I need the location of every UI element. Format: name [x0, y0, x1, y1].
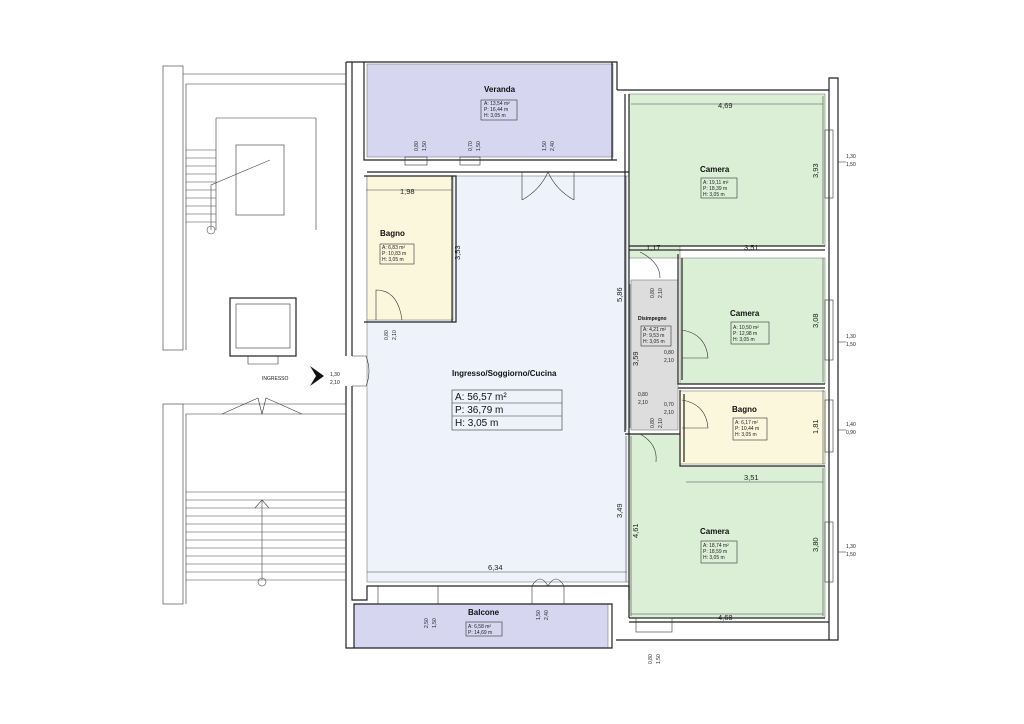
room-area-disimpegno: A: 4,21 m² — [643, 327, 666, 333]
dim-3-53: 3,53 — [453, 245, 462, 260]
room-area-balcone: A: 6,58 m² — [468, 624, 491, 630]
room-height-camera-3: H: 3,05 m — [703, 555, 725, 561]
svg-text:2,50: 2,50 — [424, 618, 430, 628]
entrance-arrow-icon — [310, 366, 324, 386]
room-height-bagno-est: H: 3,05 m — [735, 432, 757, 438]
room-perimeter-disimpegno: P: 9,53 m — [643, 333, 664, 339]
svg-text:1,50: 1,50 — [432, 618, 438, 628]
room-area-veranda: A: 13,54 m² — [484, 101, 510, 107]
svg-text:2,10: 2,10 — [664, 358, 674, 364]
room-name-bagno-est: Bagno — [732, 405, 757, 414]
openings — [352, 129, 834, 633]
svg-text:0,80: 0,80 — [650, 288, 656, 298]
svg-text:2,10: 2,10 — [392, 330, 398, 340]
entrance-dim-1: 1,30 — [330, 372, 340, 378]
dim-1-98: 1,98 — [400, 187, 415, 196]
svg-text:1,50: 1,50 — [476, 141, 482, 151]
room-perimeter-camera-1: P: 18,39 m — [703, 186, 727, 192]
svg-text:0,80: 0,80 — [638, 392, 648, 398]
room-height-soggiorno: H: 3,05 m — [455, 418, 498, 429]
room-perimeter-camera-2: P: 12,98 m — [733, 331, 757, 337]
room-perimeter-bagno-ovest: P: 10,83 m — [382, 251, 406, 257]
room-height-veranda: H: 3,05 m — [484, 113, 506, 119]
dim-4-61: 4,61 — [631, 523, 640, 538]
svg-text:0,70: 0,70 — [664, 402, 674, 408]
svg-text:0,90: 0,90 — [846, 430, 856, 436]
room-name-veranda: Veranda — [484, 85, 516, 94]
opening-labels: 0,80 1,50 0,70 1,50 1,50 2,40 0,80 2,10 … — [384, 141, 856, 664]
room-height-bagno-ovest: H: 3,05 m — [382, 257, 404, 263]
dim-3-51-b: 3,51 — [744, 473, 759, 482]
svg-text:2,10: 2,10 — [658, 288, 664, 298]
staircase — [162, 65, 347, 605]
dim-3-80: 3,80 — [811, 537, 820, 552]
room-perimeter-soggiorno: P: 36,79 m — [455, 405, 503, 416]
dim-3-51-a: 3,51 — [744, 243, 759, 252]
svg-text:1,50: 1,50 — [542, 141, 548, 151]
room-perimeter-veranda: P: 16,44 m — [484, 107, 508, 113]
room-fill-balcone — [353, 603, 609, 649]
room-perimeter-bagno-est: P: 10,44 m — [735, 426, 759, 432]
dim-5-86: 5,86 — [615, 287, 624, 302]
room-fill-disimpegno — [630, 279, 679, 431]
svg-text:2,40: 2,40 — [544, 610, 550, 620]
room-area-bagno-ovest: A: 6,83 m² — [382, 245, 405, 251]
dim-1-81: 1,81 — [811, 419, 820, 434]
svg-text:0,70: 0,70 — [468, 141, 474, 151]
room-name-camera-3: Camera — [700, 527, 730, 536]
svg-text:1,30: 1,30 — [846, 544, 856, 550]
room-perimeter-balcone: P: 14,69 m — [468, 630, 492, 636]
svg-text:1,50: 1,50 — [846, 162, 856, 168]
dim-4-68: 4,68 — [718, 613, 733, 622]
svg-text:1,40: 1,40 — [846, 422, 856, 428]
room-name-soggiorno: Ingresso/Soggiorno/Cucina — [452, 369, 557, 378]
svg-text:0,80: 0,80 — [414, 141, 420, 151]
room-fill-veranda — [366, 63, 614, 158]
room-height-disimpegno: H: 3,05 m — [643, 339, 665, 345]
window-tick-marks — [838, 161, 846, 553]
room-height-camera-1: H: 3,05 m — [703, 192, 725, 198]
dim-3-93: 3,93 — [811, 163, 820, 178]
room-fill-camera-2 — [679, 257, 826, 385]
svg-text:0,80: 0,80 — [648, 654, 654, 664]
entrance-dim-2: 2,10 — [330, 380, 340, 386]
room-perimeter-camera-3: P: 18,59 m — [703, 549, 727, 555]
room-height-camera-2: H: 3,05 m — [733, 337, 755, 343]
svg-text:1,50: 1,50 — [846, 552, 856, 558]
room-fill-bagno-est — [679, 390, 826, 465]
dim-3-59: 3,59 — [631, 351, 640, 366]
room-name-camera-1: Camera — [700, 165, 730, 174]
dimension-lines — [366, 96, 824, 616]
room-area-camera-3: A: 18,74 m² — [703, 543, 729, 549]
svg-text:1,30: 1,30 — [846, 154, 856, 160]
svg-text:1,50: 1,50 — [422, 141, 428, 151]
svg-text:1,50: 1,50 — [536, 610, 542, 620]
dim-3-08: 3,08 — [811, 313, 820, 328]
room-fill-camera-1 — [628, 93, 826, 247]
room-area-soggiorno: A: 56,57 m² — [455, 392, 507, 403]
room-area-camera-1: A: 19,11 m² — [703, 180, 729, 186]
svg-text:1,50: 1,50 — [846, 342, 856, 348]
room-area-camera-2: A: 10,50 m² — [733, 325, 759, 331]
dim-6-34: 6,34 — [488, 563, 503, 572]
svg-text:0,80: 0,80 — [650, 418, 656, 428]
svg-text:1,50: 1,50 — [656, 654, 662, 664]
entrance-label: INGRESSO — [262, 376, 289, 382]
dim-1-17: 1,17 — [646, 243, 661, 252]
dim-4-69: 4,69 — [718, 101, 733, 110]
room-name-camera-2: Camera — [730, 309, 760, 318]
room-name-bagno-ovest: Bagno — [380, 229, 405, 238]
svg-text:2,10: 2,10 — [664, 410, 674, 416]
svg-text:0,80: 0,80 — [664, 350, 674, 356]
svg-text:2,10: 2,10 — [638, 400, 648, 406]
svg-text:1,30: 1,30 — [846, 334, 856, 340]
svg-text:0,80: 0,80 — [384, 330, 390, 340]
svg-text:2,40: 2,40 — [550, 141, 556, 151]
room-area-bagno-est: A: 6,17 m² — [735, 420, 758, 426]
room-name-balcone: Balcone — [468, 608, 500, 617]
room-name-disimpegno: Disimpegno — [638, 316, 667, 322]
svg-text:2,10: 2,10 — [658, 418, 664, 428]
dim-3-49: 3,49 — [615, 503, 624, 518]
